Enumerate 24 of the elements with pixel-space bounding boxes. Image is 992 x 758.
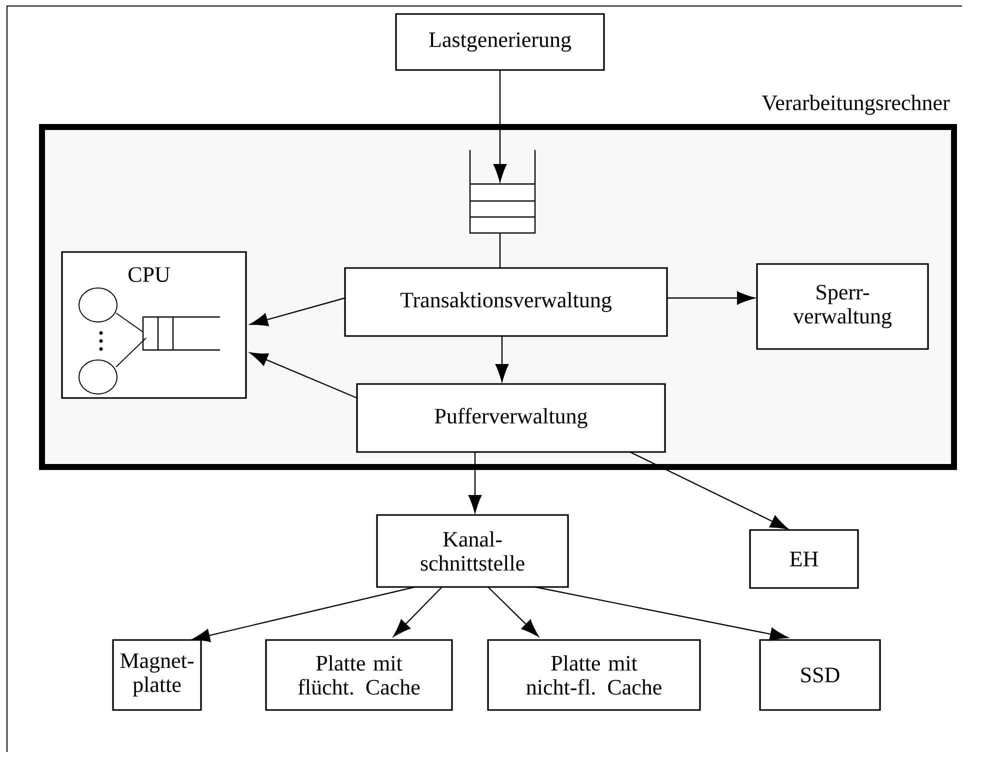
arrow — [630, 451, 788, 530]
storage-box: Magnet- platte — [112, 639, 202, 711]
arrow — [468, 452, 482, 513]
storage-box: Platte mit nicht-fl. Cache — [487, 639, 701, 711]
arrow — [534, 586, 788, 641]
arrow — [488, 586, 539, 637]
frame-heading: Verarbeitungsrechner — [762, 94, 950, 115]
arrow — [250, 352, 358, 399]
arrow — [495, 336, 509, 382]
queue-symbol — [469, 150, 536, 234]
arrow — [250, 297, 346, 326]
process-box: Transaktionsverwaltung — [344, 267, 668, 337]
storage-box: SSD — [759, 639, 881, 711]
storage-box: Platte mit flücht. Cache — [265, 639, 453, 711]
process-box: Sperr- verwaltung — [756, 263, 929, 350]
process-box: Pufferverwaltung — [356, 383, 666, 453]
arrow — [192, 586, 416, 642]
arrow — [493, 70, 507, 182]
process-box: Lastgenerierung — [395, 13, 605, 71]
process-box: Kanal- schnittstelle — [376, 514, 569, 588]
arrow — [393, 586, 442, 637]
arrow — [667, 291, 755, 305]
cpu-box: CPU — [61, 251, 247, 399]
process-box: EH — [749, 529, 859, 589]
